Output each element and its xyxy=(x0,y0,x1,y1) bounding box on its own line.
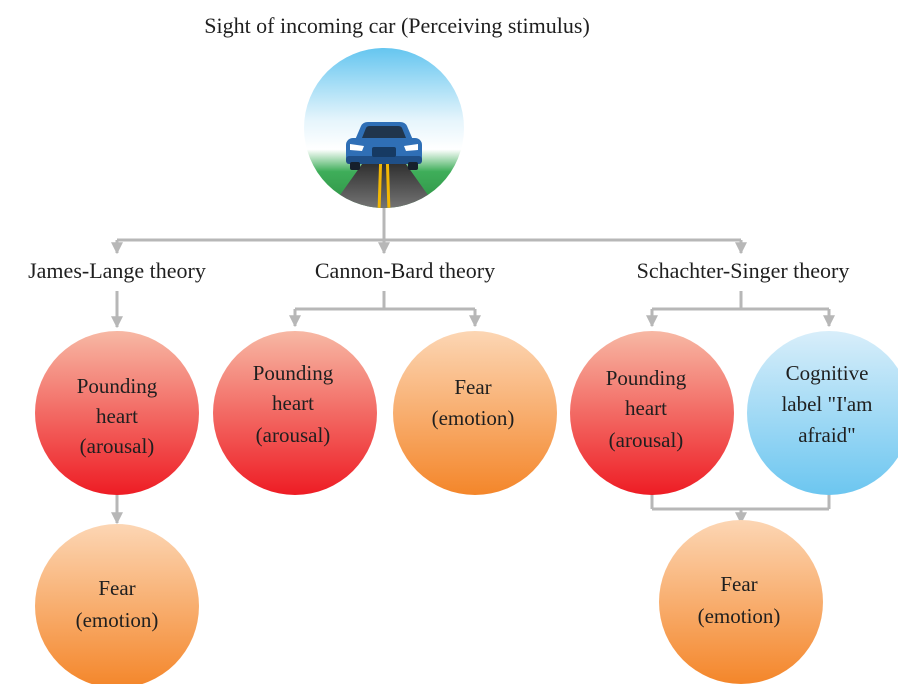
cb-emotion-line-1: Fear xyxy=(454,375,491,399)
jl-arousal-line-2: heart xyxy=(96,404,138,428)
ss-emotion-node: Fear (emotion) xyxy=(659,520,823,684)
ss-arousal-line-1: Pounding xyxy=(606,366,687,390)
cb-emotion-node: Fear (emotion) xyxy=(393,331,557,495)
ss-arousal-line-2: heart xyxy=(625,396,667,420)
ss-emotion-line-1: Fear xyxy=(720,572,757,596)
cb-arousal-line-3: (arousal) xyxy=(256,423,331,447)
ss-emotion-line-2: (emotion) xyxy=(698,604,781,628)
theory-title-james-lange: James-Lange theory xyxy=(28,258,206,283)
ss-cognitive-node: Cognitive label "I'am afraid" xyxy=(747,331,898,495)
ss-cognitive-line-1: Cognitive xyxy=(786,361,869,385)
jl-arousal-line-1: Pounding xyxy=(77,374,158,398)
ss-cognitive-line-2: label "I'am xyxy=(781,392,872,416)
ss-arousal-line-3: (arousal) xyxy=(609,428,684,452)
ss-cognitive-circle xyxy=(747,331,898,495)
ss-arousal-node: Pounding heart (arousal) xyxy=(570,331,734,495)
ss-emotion-circle xyxy=(659,520,823,684)
jl-arousal-line-3: (arousal) xyxy=(80,434,155,458)
theory-title-schachter-singer: Schachter-Singer theory xyxy=(637,258,850,283)
jl-emotion-circle xyxy=(35,524,199,684)
jl-emotion-node: Fear (emotion) xyxy=(35,524,199,684)
jl-emotion-line-2: (emotion) xyxy=(76,608,159,632)
theory-title-cannon-bard: Cannon-Bard theory xyxy=(315,258,495,283)
connectors xyxy=(111,208,835,525)
cb-arousal-line-2: heart xyxy=(272,391,314,415)
cb-emotion-line-2: (emotion) xyxy=(432,406,515,430)
cb-arousal-node: Pounding heart (arousal) xyxy=(213,331,377,495)
stimulus-title: Sight of incoming car (Perceiving stimul… xyxy=(204,13,590,38)
jl-arousal-node: Pounding heart (arousal) xyxy=(35,331,199,495)
jl-emotion-line-1: Fear xyxy=(98,576,135,600)
cb-arousal-circle xyxy=(213,331,377,495)
ss-arousal-circle xyxy=(570,331,734,495)
cb-arousal-line-1: Pounding xyxy=(253,361,334,385)
jl-arousal-circle xyxy=(35,331,199,495)
car-on-road-icon xyxy=(304,48,464,208)
ss-cognitive-line-3: afraid" xyxy=(798,423,856,447)
cb-emotion-circle xyxy=(393,331,557,495)
